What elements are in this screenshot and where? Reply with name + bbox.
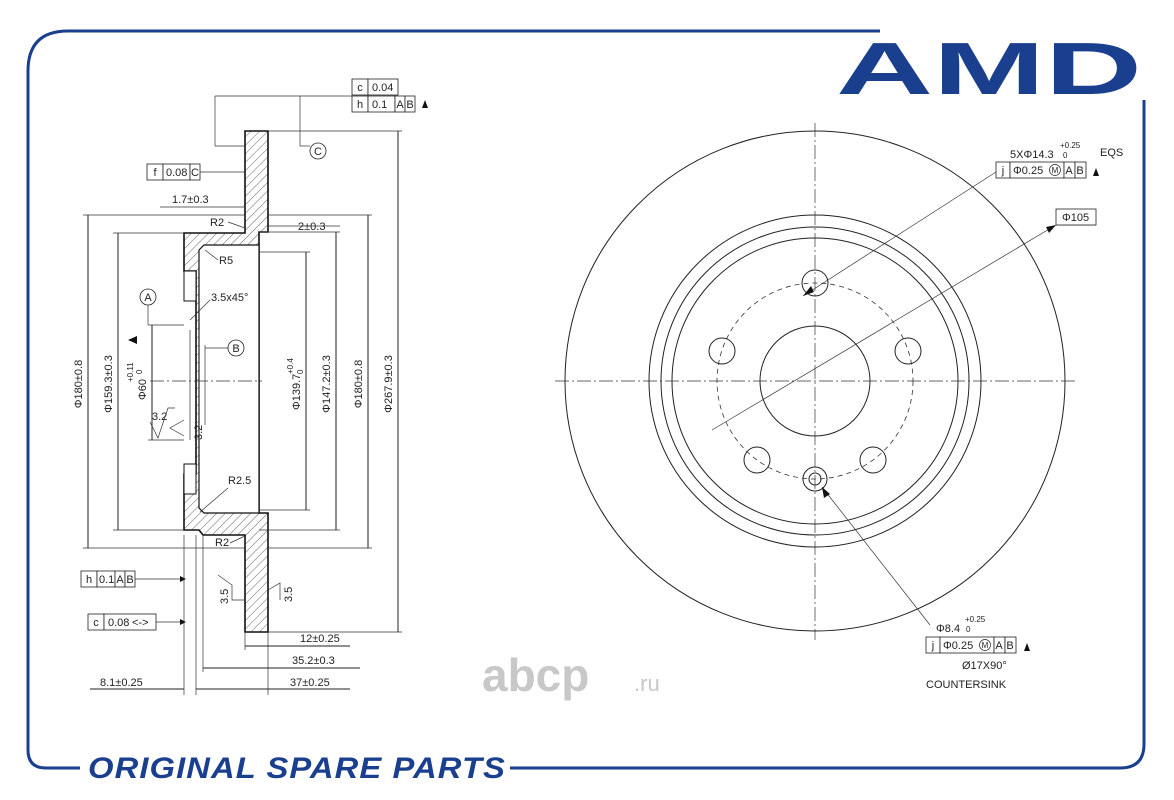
svg-text:AMD: AMD <box>836 27 1142 110</box>
svg-text:B: B <box>126 574 133 586</box>
countersink-size: Ø17X90° <box>962 660 1007 672</box>
svg-text:A: A <box>396 99 404 111</box>
countersink-label: COUNTERSINK <box>926 679 1007 691</box>
svg-text:3.5: 3.5 <box>283 587 295 602</box>
svg-text:abcp: abcp <box>482 649 589 701</box>
svg-text:B: B <box>406 99 413 111</box>
svg-text:0.08: 0.08 <box>166 167 187 179</box>
dim-d139: Φ139.7 <box>291 374 303 410</box>
svg-text:3.2: 3.2 <box>193 425 205 440</box>
svg-text:h: h <box>86 574 92 586</box>
fcf-f: f 0.08 C <box>146 163 245 181</box>
svg-text:c: c <box>93 617 99 629</box>
small-hole-tol0: 0 <box>966 625 971 634</box>
svg-text:B: B <box>1006 640 1013 652</box>
svg-text:0.1: 0.1 <box>99 574 114 586</box>
svg-text:h: h <box>357 99 363 111</box>
fcf-h-bottom: h 0.1 A B <box>80 570 186 588</box>
footer-banner: ORIGINAL SPARE PARTS <box>88 752 506 785</box>
stud-hole <box>708 337 736 365</box>
radius-r5: R5 <box>219 255 233 267</box>
dim-d139-tol: +0.4 <box>286 358 295 374</box>
datum-b: B <box>232 343 239 355</box>
dim-d180-left: Φ180±0.8 <box>73 360 85 408</box>
front-view: 5XΦ14.3 +0.25 0 EQS j Φ0.25 M A B Φ105 Φ… <box>555 123 1123 691</box>
svg-text:0.1: 0.1 <box>372 99 387 111</box>
locating-hole <box>802 466 828 492</box>
fcf-h-top: h 0.1 A B <box>351 95 428 113</box>
stud-hole <box>743 446 771 474</box>
stud-holes <box>708 269 922 474</box>
holes-callout: 5XΦ14.3 <box>1010 149 1054 161</box>
svg-text:0.04: 0.04 <box>372 82 393 94</box>
roughness-3-5-a: 3.5 <box>217 574 245 604</box>
holes-callout-tol: +0.25 <box>1060 141 1081 150</box>
drawing-frame <box>26 29 1146 770</box>
stud-hole <box>801 269 829 297</box>
fcf-c-top: c 0.04 <box>351 78 399 96</box>
svg-text:A: A <box>995 640 1003 652</box>
stud-hole <box>894 337 922 365</box>
svg-text:0.08: 0.08 <box>108 617 129 629</box>
dim-d60: Φ60 <box>137 379 149 400</box>
svg-text:Φ105: Φ105 <box>1062 212 1089 224</box>
dim-d267: Φ267.9±0.3 <box>383 355 395 413</box>
svg-text:f: f <box>153 167 157 179</box>
svg-text:j: j <box>931 640 934 652</box>
holes-callout-tol0: 0 <box>1063 151 1068 160</box>
svg-text:3.2: 3.2 <box>152 411 167 423</box>
watermark: abcp .ru <box>482 649 660 701</box>
fcf-c-bottom: c 0.08 <-> <box>87 613 186 631</box>
svg-text:<->: <-> <box>132 617 149 629</box>
dim-8-1: 8.1±0.25 <box>100 677 143 689</box>
svg-text:ORIGINAL SPARE PARTS: ORIGINAL SPARE PARTS <box>88 752 506 785</box>
svg-text:C: C <box>191 167 199 179</box>
dim-35-2: 35.2±0.3 <box>292 655 335 667</box>
radius-r2-bottom: R2 <box>215 537 229 549</box>
dim-12: 12±0.25 <box>300 633 340 645</box>
dim-37: 37±0.25 <box>290 677 330 689</box>
chamfer-3-5x45: 3.5x45° <box>211 292 248 304</box>
svg-text:j: j <box>1001 165 1004 177</box>
fcf-j-small: j Φ0.25 M A B <box>925 636 1030 654</box>
roughness-3-5-b: 3.5 <box>267 582 295 602</box>
eqs-label: EQS <box>1100 147 1123 159</box>
fcf-j-holes: j Φ0.25 M A B <box>995 161 1099 179</box>
small-hole-tol: +0.25 <box>965 615 986 624</box>
radius-r2-top: R2 <box>210 217 224 229</box>
svg-text:A: A <box>116 574 124 586</box>
roughness-3-2-b: 3.2 <box>169 419 205 440</box>
svg-text:c: c <box>357 82 363 94</box>
svg-text:B: B <box>1076 165 1083 177</box>
svg-text:M: M <box>1052 166 1059 175</box>
svg-text:Φ0.25: Φ0.25 <box>1013 165 1043 177</box>
pcd-callout: Φ105 <box>1055 208 1097 226</box>
svg-text:.ru: .ru <box>634 671 660 696</box>
dim-d139-tol0: 0 <box>296 369 305 374</box>
svg-text:3.5: 3.5 <box>219 589 231 604</box>
datum-a: A <box>144 292 152 304</box>
svg-text:M: M <box>982 641 989 650</box>
dim-1-7: 1.7±0.3 <box>172 194 209 206</box>
section-view: Φ180±0.8 Φ159.3±0.3 Φ60 +0.11 0 Φ139.7 +… <box>73 78 428 695</box>
dim-d60-tol0: 0 <box>135 369 144 374</box>
dim-d180-right: Φ180±0.8 <box>353 360 365 408</box>
amd-logo: AMD <box>836 27 1142 110</box>
svg-text:Φ0.25: Φ0.25 <box>943 640 973 652</box>
dim-d147: Φ147.2±0.3 <box>321 355 333 413</box>
roughness-3-2-a: 3.2 <box>149 407 175 439</box>
small-hole-callout: Φ8.4 <box>936 623 960 635</box>
svg-text:A: A <box>1065 165 1073 177</box>
dim-d159: Φ159.3±0.3 <box>103 355 115 413</box>
radius-r2-5: R2.5 <box>228 475 251 487</box>
dim-2: 2±0.3 <box>298 221 325 233</box>
datum-c: C <box>314 146 322 158</box>
dim-d60-tol: +0.11 <box>126 362 135 382</box>
stud-hole <box>859 446 887 474</box>
